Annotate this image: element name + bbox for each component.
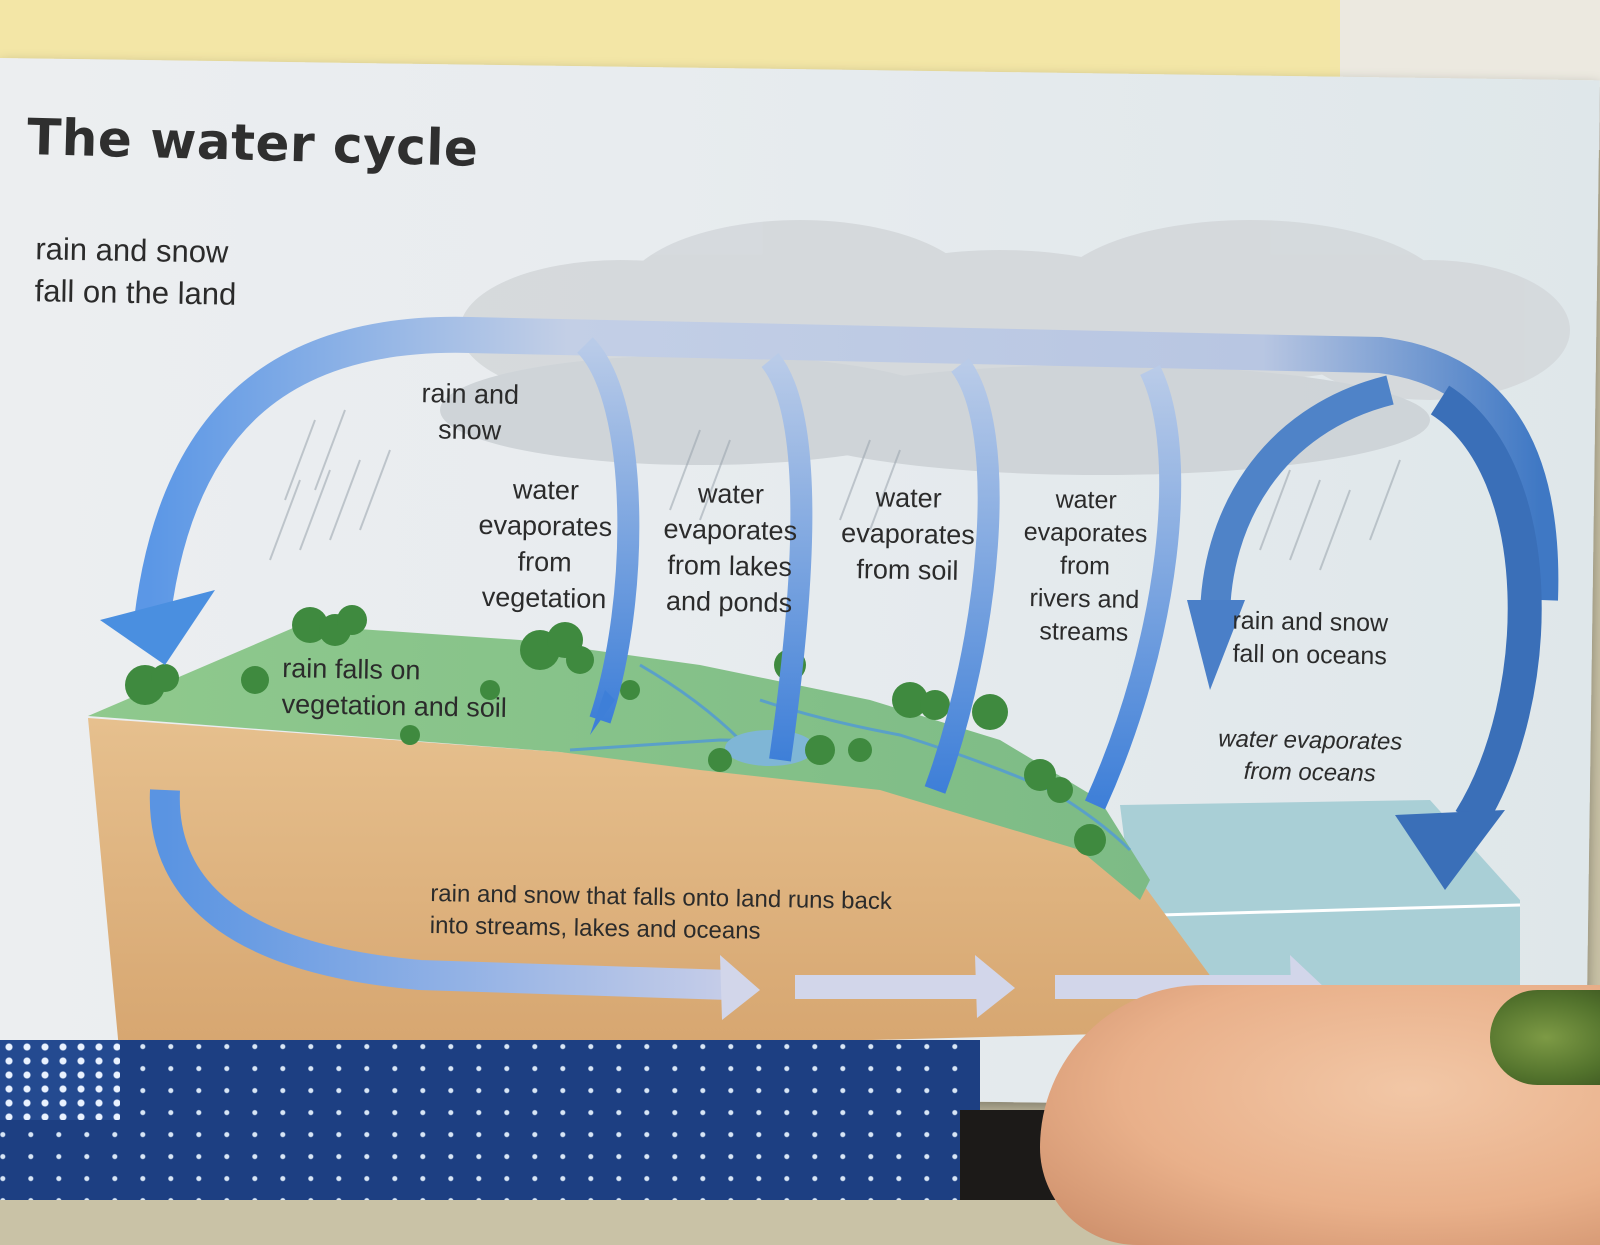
land-surface [88, 625, 1150, 900]
ocean-rain-arrowhead [1187, 600, 1245, 690]
top-loop-arrow [132, 316, 1559, 642]
label-runoff: rain and snow that falls onto land runs … [429, 879, 893, 945]
pond [725, 730, 815, 766]
page-title: The water cycle [26, 108, 480, 178]
trees [125, 605, 1106, 856]
runoff-arrow [149, 789, 731, 1000]
runoff-arrowhead-1 [720, 955, 760, 1020]
painted-fingernail [1490, 990, 1600, 1085]
evap-vegetation-arrow [576, 337, 640, 724]
label-rain-and-snow: rain and snow [421, 378, 520, 446]
ocean-evap-arrowhead [1395, 810, 1505, 890]
ocean-evap-arrow [1430, 385, 1542, 829]
evap-vegetation-arrowhead [590, 690, 615, 735]
ocean-rain-arrow [1200, 375, 1394, 621]
background-starry-page [0, 1040, 980, 1200]
runoff-arrowhead-2 [975, 955, 1015, 1018]
label-evap-rivers: water evaporates from rivers and streams [1023, 485, 1148, 647]
land-rain-arrowhead [100, 590, 215, 665]
label-evap-vegetation: water evaporates from vegetation [478, 474, 613, 615]
label-rain-veg-soil: rain falls on vegetation and soil [281, 653, 508, 723]
label-evap-oceans: water evaporates from oceans [1218, 725, 1403, 788]
label-rain-oceans: rain and snow fall on oceans [1232, 606, 1389, 671]
runoff-segment-2 [795, 975, 980, 999]
label-rain-snow-land: rain and snow fall on the land [34, 231, 237, 312]
rain-streaks [269, 409, 1401, 571]
water-cycle-diagram [88, 220, 1570, 1060]
ocean-surface-line [1159, 903, 1521, 917]
evap-rivers-arrow [1084, 365, 1182, 810]
label-evap-lakes: water evaporates from lakes and ponds [663, 478, 798, 619]
background-starry-corner [0, 1040, 120, 1120]
evap-soil-arrow [924, 358, 1000, 794]
evap-lakes-arrow [761, 352, 813, 762]
label-evap-soil: water evaporates from soil [840, 482, 976, 586]
